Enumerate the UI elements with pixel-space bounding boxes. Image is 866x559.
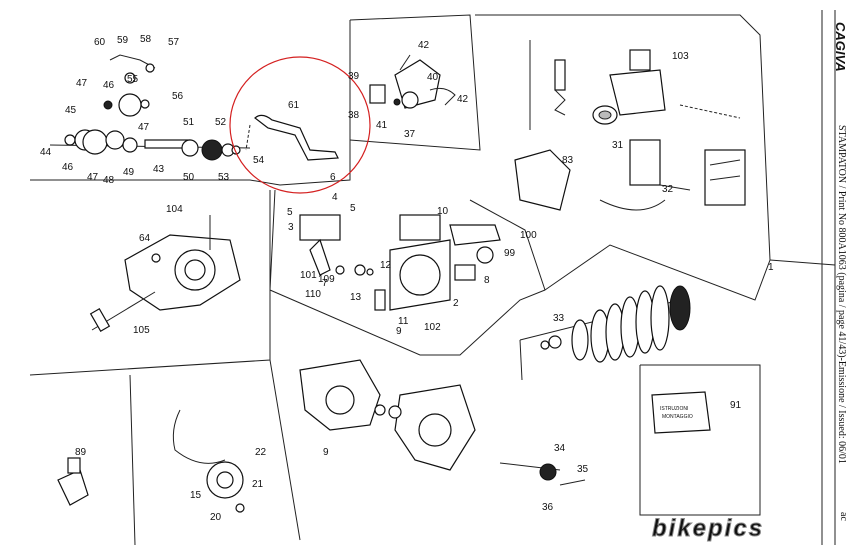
callout: 64 [139, 233, 151, 244]
callout: 6 [330, 172, 336, 183]
callout: 83 [562, 155, 574, 166]
brand-logo: CAGIVA [833, 22, 848, 72]
section-dividers [29, 10, 836, 546]
callout: 36 [542, 502, 554, 513]
callout: 22 [255, 447, 267, 458]
watermark-logo: bikepics [652, 515, 764, 543]
highlight-circle [229, 56, 371, 194]
callout: 52 [215, 117, 227, 128]
callout: 56 [172, 91, 184, 102]
callout: 41 [376, 120, 388, 131]
callout: 89 [75, 447, 87, 458]
callout: 43 [153, 164, 165, 175]
callout: 49 [123, 167, 135, 178]
callout: 99 [504, 248, 516, 259]
cylinder-piston [299, 214, 501, 311]
callout: 7 [322, 278, 328, 289]
corner-mark: ac [838, 512, 849, 521]
callout: 2 [453, 298, 459, 309]
callout: 58 [140, 34, 152, 45]
callout: 61 [288, 100, 300, 111]
callout: 3 [288, 222, 294, 233]
callout: 101 [300, 270, 317, 281]
callout-labels: 60 59 58 57 47 46 55 56 45 47 44 46 47 4… [40, 34, 774, 523]
callout: 12 [380, 260, 392, 271]
callout: 47 [87, 172, 99, 183]
tool-kit: ISTRUZIONI MONTAGGIO [651, 391, 711, 434]
callout: 15 [190, 490, 202, 501]
callout: 31 [612, 140, 624, 151]
gearbox-shaft-assembly [49, 54, 251, 161]
callout: 105 [133, 325, 150, 336]
callout: 103 [672, 51, 689, 62]
callout: 50 [183, 172, 195, 183]
callout: 42 [457, 94, 469, 105]
callout: 9 [396, 326, 402, 337]
carburetor-assembly [514, 40, 746, 211]
callout: 5 [350, 203, 356, 214]
callout: 11 [398, 316, 409, 327]
callout: 38 [348, 110, 360, 121]
callout: 45 [65, 105, 77, 116]
callout: 46 [103, 80, 115, 91]
callout: 4 [332, 192, 338, 203]
callout: 42 [418, 40, 430, 51]
callout: 32 [662, 184, 674, 195]
kickstart-lever [245, 114, 339, 161]
crankcase-cover [89, 215, 241, 332]
callout: 8 [484, 275, 490, 286]
callout: 47 [138, 122, 150, 133]
callout: 47 [76, 78, 88, 89]
callout: 109 [318, 274, 335, 285]
callout: 10 [437, 206, 449, 217]
callout: 44 [40, 147, 52, 158]
ignition-stator [57, 409, 245, 513]
callout: 35 [577, 464, 589, 475]
callout: 46 [62, 162, 74, 173]
callout: 20 [210, 512, 222, 523]
clutch-pack [519, 285, 691, 381]
callout: 54 [253, 155, 265, 166]
callout: 33 [553, 313, 565, 324]
callout: 57 [168, 37, 180, 48]
callout: 51 [183, 117, 195, 128]
callout: 104 [166, 204, 183, 215]
callout: 100 [520, 230, 537, 241]
callout: 55 [127, 74, 139, 85]
callout: 60 [94, 37, 106, 48]
callout: 91 [730, 400, 742, 411]
kit-label-line2: MONTAGGIO [662, 414, 693, 420]
callout: 37 [404, 129, 416, 140]
callout: 34 [554, 443, 566, 454]
callout: 39 [348, 71, 360, 82]
callout: 9 [323, 447, 329, 458]
callout: 110 [305, 289, 321, 300]
callout: 40 [427, 72, 439, 83]
engine-crankcase [299, 359, 586, 486]
callout: 1 [768, 262, 774, 273]
callout: 48 [103, 175, 115, 186]
callout: 21 [252, 479, 264, 490]
callout: 5 [287, 207, 293, 218]
callout: 59 [117, 35, 129, 46]
callout: 13 [350, 292, 362, 303]
starter-parts [369, 54, 456, 109]
watermark-text: bikepics [652, 515, 764, 542]
callout: 102 [424, 322, 441, 333]
document-side-note: STAMPATON / Print No 800A1063 (pagina / … [836, 125, 847, 464]
kit-label-line1: ISTRUZIONI [660, 406, 688, 412]
brand-name: CAGIVA [833, 22, 848, 72]
callout: 53 [218, 172, 230, 183]
